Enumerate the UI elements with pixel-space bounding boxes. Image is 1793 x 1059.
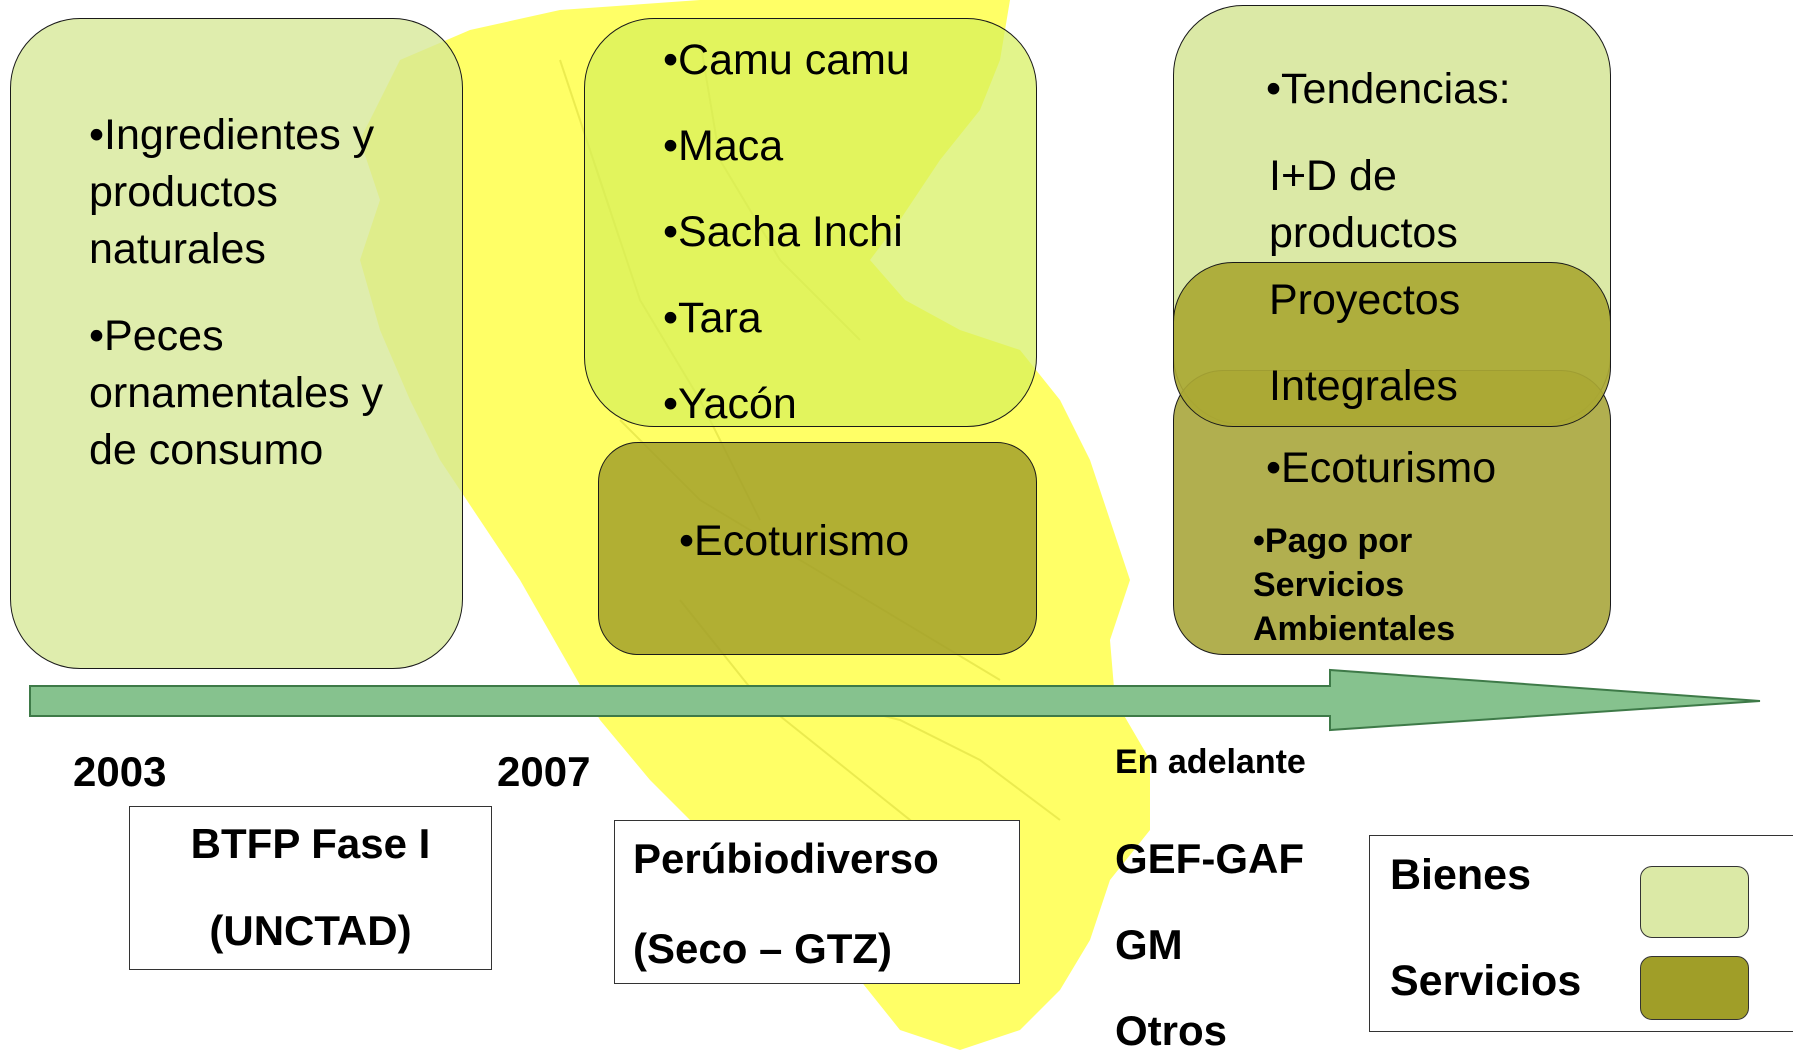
box3-service-ecotourism: •Ecoturismo xyxy=(1266,444,1497,492)
goods-box-2007 xyxy=(584,18,1037,427)
program-perubiodiverso-org: (Seco – GTZ) xyxy=(633,925,893,972)
services-box-2007 xyxy=(598,442,1037,655)
program-perubiodiverso-name: Perúbiodiverso xyxy=(633,835,939,882)
year-2007: 2007 xyxy=(497,748,591,795)
mixed-box-integral-projects xyxy=(1173,262,1611,427)
program-btfp-box xyxy=(129,806,492,970)
legend-services-swatch xyxy=(1640,956,1749,1020)
box2-item-ecotourism: •Ecoturismo xyxy=(679,517,910,565)
box2-item-sacha: •Sacha Inchi xyxy=(663,208,903,256)
box1-item-ingredients: •Ingredientes y productos naturales xyxy=(89,111,375,273)
box3-mixed-line2: Integrales xyxy=(1269,362,1458,410)
box3-heading: •Tendencias: xyxy=(1266,65,1511,113)
program-gm: GM xyxy=(1115,921,1183,968)
legend-goods-label: Bienes xyxy=(1390,851,1532,899)
legend-goods-swatch xyxy=(1640,866,1749,938)
box2-item-camu: •Camu camu xyxy=(663,36,910,84)
program-gef-gaf: GEF-GAF xyxy=(1115,835,1304,882)
box3-mixed-line1: Proyectos xyxy=(1269,276,1461,324)
box3-line-rd: I+D de productos xyxy=(1269,152,1458,257)
box2-item-yacon: •Yacón xyxy=(663,380,797,428)
year-2003: 2003 xyxy=(73,748,167,795)
program-btfp-name: BTFP Fase I xyxy=(190,820,431,867)
year-onward: En adelante xyxy=(1115,743,1306,781)
box2-item-maca: •Maca xyxy=(663,122,784,170)
box3-service-payments: •Pago por Servicios Ambientales xyxy=(1253,522,1456,648)
program-btfp-org: (UNCTAD) xyxy=(209,907,412,954)
timeline-arrow xyxy=(29,668,1761,732)
box2-item-tara: •Tara xyxy=(663,294,762,342)
legend-services-label: Servicios xyxy=(1390,957,1582,1005)
program-perubiodiverso-box xyxy=(614,820,1020,984)
goods-box-2003 xyxy=(10,18,463,669)
program-others: Otros xyxy=(1115,1007,1228,1054)
box1-item-fish: •Peces ornamentales y de consumo xyxy=(89,312,383,474)
